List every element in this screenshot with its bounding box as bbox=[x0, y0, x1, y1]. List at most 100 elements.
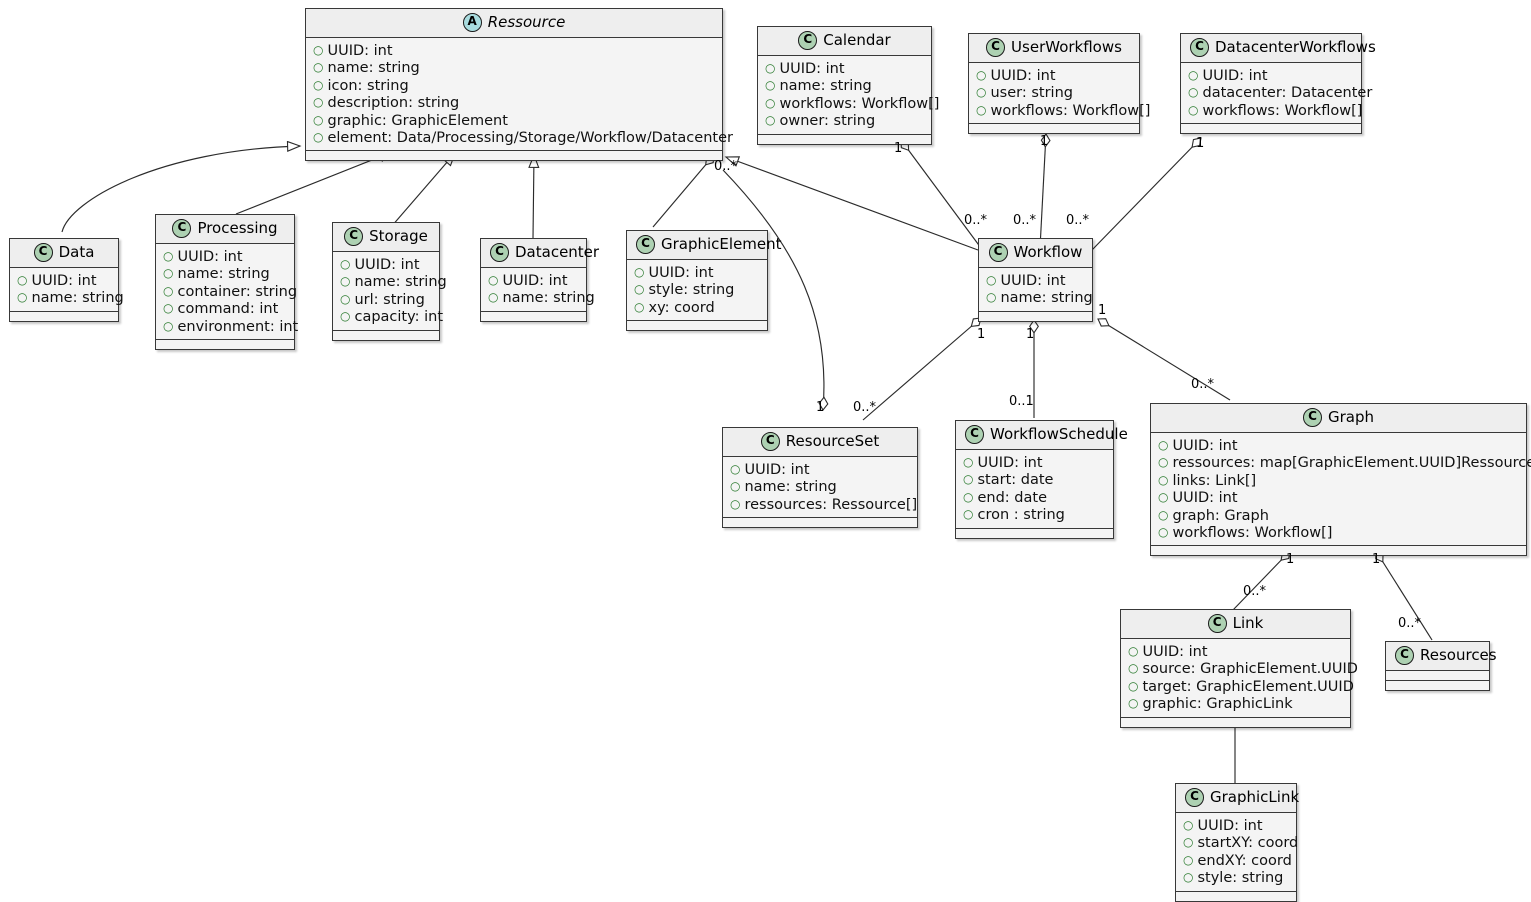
attribute-row: ○startXY: coord bbox=[1183, 835, 1299, 852]
class-attributes-graphicelement: ○UUID: int ○style: string ○xy: coord bbox=[627, 260, 767, 321]
attribute-row: ○UUID: int bbox=[1128, 644, 1208, 660]
attribute-row: ○target: GraphicElement.UUID bbox=[1128, 678, 1354, 695]
attribute-row: ○user: string bbox=[976, 85, 1073, 102]
visibility-public-icon: ○ bbox=[1158, 472, 1169, 487]
visibility-public-icon: ○ bbox=[313, 130, 324, 145]
class-methods-data bbox=[10, 310, 118, 321]
class-name-graphicelement: GraphicElement bbox=[661, 235, 782, 253]
class-methods-calendar bbox=[758, 133, 931, 144]
class-stereotype-icon: C bbox=[1190, 38, 1209, 57]
visibility-public-icon: ○ bbox=[488, 290, 499, 305]
class-attributes-userworkflows: ○UUID: int ○user: string ○workflows: Wor… bbox=[969, 63, 1150, 124]
attribute-row: ○ressources: map[GraphicElement.UUID]Res… bbox=[1158, 455, 1531, 472]
class-stereotype-icon: C bbox=[760, 432, 780, 451]
class-attributes-resources bbox=[1386, 671, 1489, 680]
class-box-graphicelement[interactable]: C GraphicElement ○UUID: int ○style: strin… bbox=[626, 230, 782, 332]
attribute-row: ○UUID: int bbox=[17, 273, 97, 289]
visibility-public-icon: ○ bbox=[1128, 661, 1139, 676]
multiplicity-label: 0..* bbox=[853, 400, 877, 415]
visibility-public-icon: ○ bbox=[1128, 644, 1139, 658]
attribute-row: ○environment: int bbox=[163, 318, 299, 335]
attribute-row: ○workflows: Workflow[] bbox=[765, 95, 940, 112]
class-methods-datacenter bbox=[481, 310, 586, 321]
multiplicity-label: 0..* bbox=[1243, 584, 1267, 599]
visibility-public-icon: ○ bbox=[986, 273, 997, 287]
multiplicity-label: 1 bbox=[894, 141, 903, 156]
attribute-row: ○UUID: int bbox=[963, 455, 1043, 471]
class-methods-userworkflows bbox=[969, 123, 1139, 134]
class-stereotype-icon: C bbox=[798, 31, 818, 50]
attribute-row: ○container: string bbox=[163, 283, 298, 300]
multiplicity-label: 0..* bbox=[714, 159, 738, 174]
visibility-public-icon: ○ bbox=[1188, 102, 1199, 117]
visibility-public-icon: ○ bbox=[1188, 68, 1199, 82]
class-stereotype-icon: C bbox=[986, 38, 1006, 57]
visibility-public-icon: ○ bbox=[163, 266, 174, 281]
class-name-workflow: Workflow bbox=[1013, 243, 1083, 261]
class-stereotype-icon: C bbox=[636, 235, 655, 254]
attribute-row: ○endXY: coord bbox=[1183, 852, 1292, 869]
visibility-public-icon: ○ bbox=[765, 95, 776, 110]
visibility-public-icon: ○ bbox=[1158, 438, 1169, 452]
class-attributes-datacenterworkflows: ○UUID: int ○datacenter: Datacenter ○work… bbox=[1181, 63, 1372, 124]
class-attributes-processing: ○UUID: int ○name: string ○container: str… bbox=[156, 244, 299, 340]
class-name-calendar: Calendar bbox=[823, 31, 891, 49]
visibility-public-icon: ○ bbox=[765, 78, 776, 93]
attribute-row: ○command: int bbox=[163, 301, 279, 318]
attribute-row: ○name: string bbox=[340, 274, 447, 291]
attribute-row: ○UUID: int bbox=[765, 61, 845, 77]
visibility-public-icon: ○ bbox=[163, 318, 174, 333]
class-box-calendar[interactable]: C Calendar ○UUID: int ○name: string ○work… bbox=[757, 26, 940, 145]
attribute-row: ○UUID: int bbox=[1188, 68, 1268, 84]
visibility-public-icon: ○ bbox=[730, 496, 741, 511]
attribute-row: ○name: string bbox=[17, 290, 124, 307]
visibility-public-icon: ○ bbox=[1158, 490, 1169, 505]
class-methods-ressource bbox=[306, 150, 722, 161]
visibility-public-icon: ○ bbox=[313, 60, 324, 75]
visibility-public-icon: ○ bbox=[765, 61, 776, 75]
visibility-public-icon: ○ bbox=[976, 85, 987, 100]
attribute-row: ○UUID: int bbox=[1158, 438, 1238, 454]
visibility-public-icon: ○ bbox=[730, 479, 741, 494]
visibility-public-icon: ○ bbox=[1188, 85, 1199, 100]
multiplicity-label: 0..* bbox=[1013, 213, 1037, 228]
attribute-row: ○workflows: Workflow[] bbox=[1158, 525, 1333, 542]
multiplicity-label: 1 bbox=[1040, 134, 1049, 149]
visibility-public-icon: ○ bbox=[1158, 507, 1169, 522]
visibility-public-icon: ○ bbox=[163, 283, 174, 298]
multiplicity-label: 0..* bbox=[1066, 213, 1090, 228]
visibility-public-icon: ○ bbox=[313, 77, 324, 92]
attribute-row: ○owner: string bbox=[765, 113, 876, 130]
attribute-row: ○name: string bbox=[730, 479, 837, 496]
attribute-row: ○UUID: int bbox=[1158, 490, 1238, 507]
class-attributes-ressource: ○UUID: int ○name: string ○icon: string ○… bbox=[306, 38, 733, 151]
class-attributes-link: ○UUID: int ○source: GraphicElement.UUID … bbox=[1121, 639, 1358, 717]
attribute-row: ○UUID: int bbox=[1183, 818, 1263, 834]
class-name-graphiclink: GraphicLink bbox=[1210, 788, 1300, 806]
multiplicity-label: 1 bbox=[1196, 136, 1205, 151]
class-attributes-calendar: ○UUID: int ○name: string ○workflows: Wor… bbox=[758, 56, 940, 134]
class-stereotype-icon: C bbox=[965, 425, 984, 444]
